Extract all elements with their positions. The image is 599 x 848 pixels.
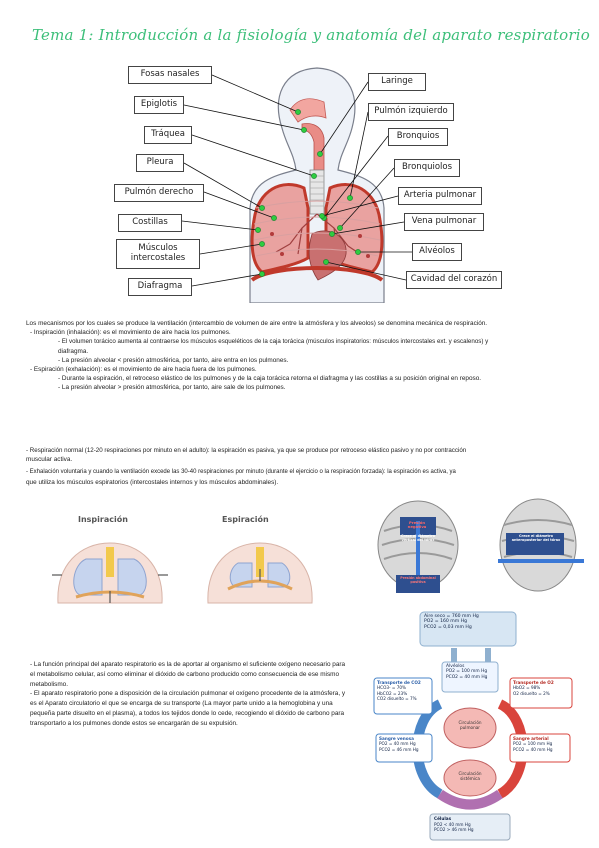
arterial-po2: PO2 = 100 mm Hg	[513, 741, 553, 747]
presion-abdominal-label: Presión abdominal positiva	[400, 576, 436, 584]
transporte-o2-box: Transporte de O2 HbO2 = 98% O2 disuelto …	[513, 680, 554, 696]
label-bronquiolos: Bronquiolos	[394, 159, 460, 177]
celulas-box: Células PO2 < 40 mm Hg PCO2 > 46 mm Hg	[434, 816, 474, 833]
aire-seco: Aire seco = 760 mm Hg	[424, 614, 479, 619]
respiracion-normal-line: - Respiración normal (12-20 respiracione…	[26, 447, 467, 454]
label-diafragma: Diafragma	[128, 278, 192, 296]
alveolos-pco2: PCO2 = 40 mm Hg	[446, 674, 488, 680]
sangre-arterial-title: Sangre arterial	[513, 736, 549, 741]
circ-sistemica-label: Circulación sistémica	[458, 771, 482, 781]
label-cavidad-corazon: Cavidad del corazón	[406, 271, 502, 289]
o2-disuelto: O2 disuelto = 2%	[513, 690, 550, 696]
presion-negativa-label: Presión negativa	[407, 520, 427, 530]
label-pulmon-derecho: Pulmón derecho	[114, 184, 204, 202]
circulation-loop	[373, 611, 573, 841]
inspiracion-detail-1: - El volumen torácico aumenta al contrae…	[58, 338, 489, 346]
thorax-diameter-figure	[377, 498, 584, 593]
inspiracion-line: - Inspiración (inhalación): es el movimi…	[30, 329, 231, 337]
funcion-p2: - El aparato respiratorio pone a disposi…	[30, 690, 346, 727]
label-musculos-intercostales: Músculos intercostales	[116, 239, 200, 269]
label-bronquios: Bronquios	[388, 128, 448, 146]
co2-disuelto: CO2 disuelto = 7%	[377, 696, 417, 702]
co2-hco3: HCO3- = 70%	[377, 685, 407, 691]
celulas-title: Células	[434, 816, 452, 821]
celulas-po2: PO2 < 40 mm Hg	[434, 821, 471, 827]
alveolos-po2: PO2 = 100 mm Hg	[446, 669, 488, 675]
celulas-pco2: PCO2 > 46 mm Hg	[434, 827, 474, 833]
crece-vertical-label: Crece el diámetro vertical del tórax	[401, 534, 435, 542]
label-fosas-nasales: Fosas nasales	[128, 66, 212, 84]
crece-anteroposterior-label: Crece el diámetro anteroposterior del tó…	[511, 534, 561, 542]
aire-po2: PO2 = 160 mm Hg	[424, 619, 468, 625]
respiracion-normal-line-2: muscular activa.	[26, 456, 73, 464]
alveolos-box: Alvéolos PO2 = 100 mm Hg PCO2 = 40 mm Hg	[446, 664, 487, 680]
label-alveolos: Alvéolos	[412, 243, 462, 261]
inspiracion-detail-1b: diafragma.	[58, 347, 89, 355]
inspiracion-title: Inspiración	[78, 515, 128, 524]
venosa-po2: PO2 = 40 mm Hg	[379, 741, 416, 747]
label-vena-pulmonar: Vena pulmonar	[404, 213, 484, 231]
inspiracion-detail-2: - La presión alveolar < presión atmosfér…	[58, 356, 289, 364]
sangre-venosa-box: Sangre venosa PO2 = 40 mm Hg PCO2 = 46 m…	[379, 736, 419, 752]
transporte-o2-title: Transporte de O2	[513, 680, 554, 685]
label-pleura: Pleura	[136, 154, 184, 172]
mecanica-respiracion-text: Los mecanismos por los cuales se produce…	[26, 319, 576, 393]
page-title: Tema 1: Introducción a la fisiología y a…	[32, 26, 590, 44]
arterial-pco2: PCO2 = 40 mm Hg	[513, 746, 553, 752]
label-epiglotis: Epiglotis	[134, 96, 184, 114]
espiracion-detail-2: - La presión alveolar > presión atmosfér…	[58, 384, 286, 392]
label-pulmon-izquierdo: Pulmón izquierdo	[368, 103, 454, 121]
circ-pulmonar-label: Circulación pulmonar	[458, 720, 482, 730]
espiracion-title: Espiración	[222, 515, 269, 524]
aire-pco2: PCO2 = 0,03 mm Hg	[424, 624, 472, 630]
gas-exchange-diagram: Aire seco = 760 mm Hg PO2 = 160 mm Hg PC…	[370, 608, 580, 842]
label-costillas: Costillas	[118, 214, 182, 232]
alveolos-label: Alvéolos	[446, 664, 465, 669]
o2-hbo2: HbO2 = 98%	[513, 685, 541, 691]
venosa-pco2: PCO2 = 46 mm Hg	[379, 746, 419, 752]
inspiracion-espiracion-figure	[52, 542, 313, 604]
respiracion-forzada-line: - Exhalación voluntaria y cuando la vent…	[26, 469, 456, 476]
espiracion-line: - Espiración (exhalación): es el movimie…	[30, 366, 257, 374]
aire-box: Aire seco = 760 mm Hg PO2 = 160 mm Hg PC…	[424, 614, 479, 630]
sangre-venosa-title: Sangre venosa	[379, 736, 414, 741]
funcion-aparato-text: - La función principal del aparato respi…	[30, 660, 350, 729]
tipos-espiracion-text: - Respiración normal (12-20 respiracione…	[26, 446, 576, 487]
transporte-co2-title: Transporte de CO2	[377, 680, 421, 685]
funcion-p1: - La función principal del aparato respi…	[30, 661, 346, 688]
label-laringe: Laringe	[368, 73, 426, 91]
intro-line: Los mecanismos por los cuales se produce…	[26, 320, 488, 327]
respiratory-anatomy-diagram: Fosas nasales Epiglotis Tráquea Pleura P…	[112, 58, 512, 307]
co2-hbco2: HbCO2 = 23%	[377, 690, 408, 696]
espiracion-detail-1: - Durante la espiración, el retroceso el…	[58, 375, 482, 383]
label-arteria-pulmonar: Arteria pulmonar	[398, 187, 482, 205]
label-traquea: Tráquea	[144, 126, 192, 144]
sangre-arterial-box: Sangre arterial PO2 = 100 mm Hg PCO2 = 4…	[513, 736, 553, 752]
anatomy-illustration	[181, 67, 412, 304]
transporte-co2-box: Transporte de CO2 HCO3- = 70% HbCO2 = 23…	[377, 680, 421, 702]
respiracion-forzada-line-2: que utiliza los músculos espiratorios (i…	[26, 478, 279, 486]
